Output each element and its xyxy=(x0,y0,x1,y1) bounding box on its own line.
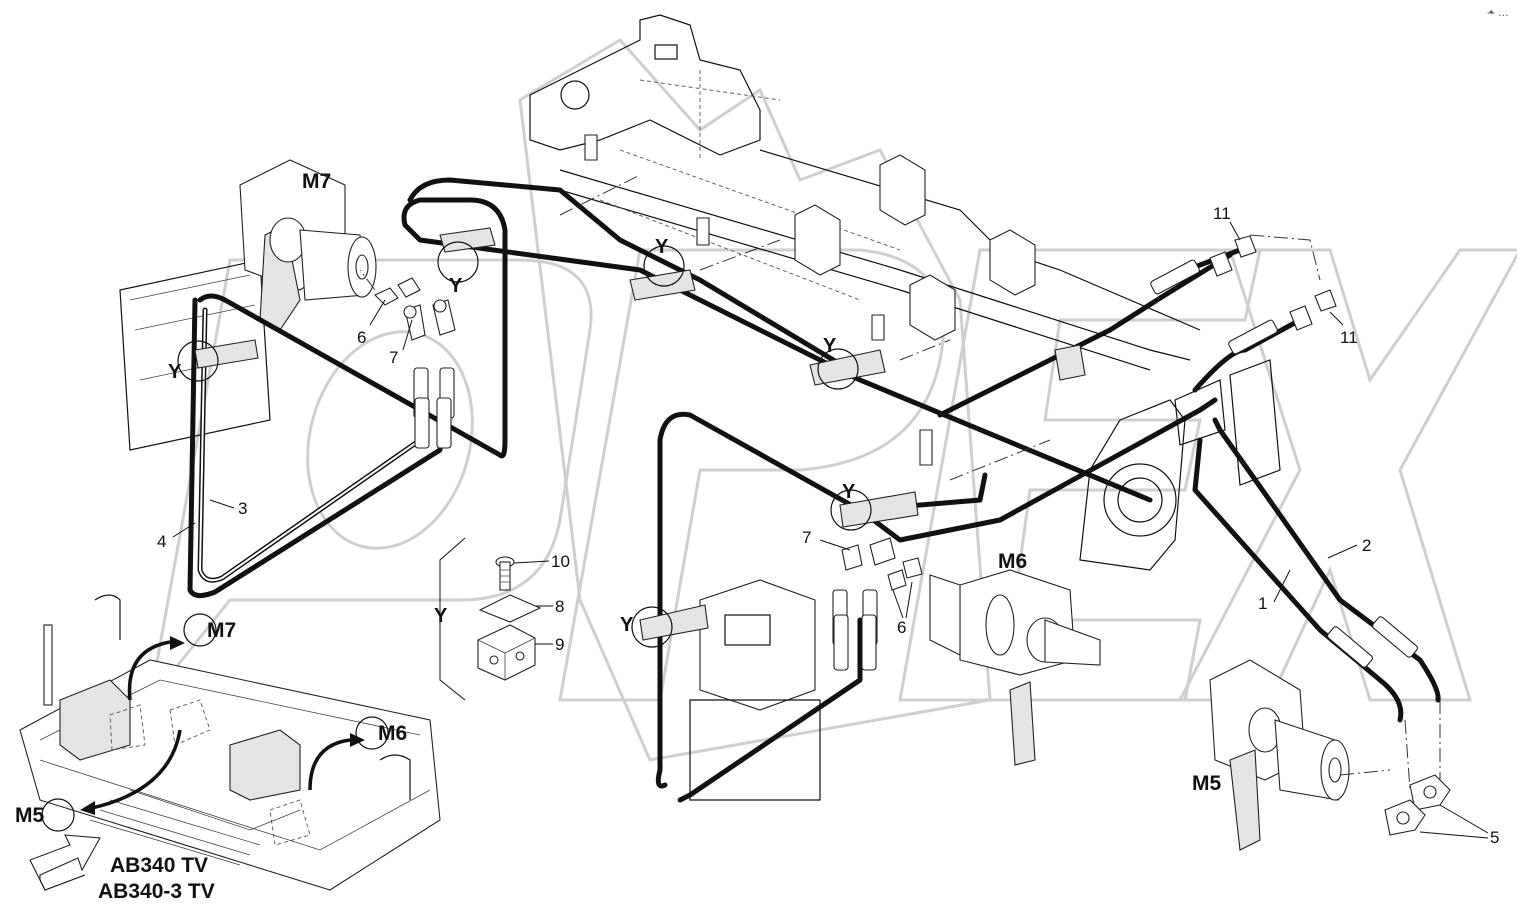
model-line-1: AB340 TV xyxy=(110,854,208,877)
model-line-2: AB340-3 TV xyxy=(98,880,215,903)
callout-3: 3 xyxy=(238,499,247,518)
overview-m5-label: M5 xyxy=(15,804,44,827)
callout-2: 2 xyxy=(1362,536,1371,555)
detail-y-markers: Y Y Y Y Y Y xyxy=(168,236,872,648)
motor-m5: M5 xyxy=(1192,659,1350,851)
detail-mark-y3: Y xyxy=(168,361,182,383)
callout-11b: 11 xyxy=(1340,328,1358,347)
callout-6b: 6 xyxy=(897,618,906,637)
detail-y-clamp: Y xyxy=(434,537,542,701)
centerlines xyxy=(359,174,1441,791)
detail-mark-y1: Y xyxy=(449,275,463,297)
detail-mark-y2: Y xyxy=(655,236,669,258)
arrow-to-m5 xyxy=(91,729,182,810)
arrow-to-m6 xyxy=(308,738,351,791)
motor-m6: M6 xyxy=(929,550,1101,766)
overview-m7-label: M7 xyxy=(207,619,236,642)
hose-ferrules xyxy=(413,259,1418,671)
callout-6a: 6 xyxy=(357,328,366,347)
fittings-11 xyxy=(1209,235,1337,331)
motor-m6-label: M6 xyxy=(998,550,1027,573)
detail-mark-y4: Y xyxy=(823,335,837,357)
callout-5: 5 xyxy=(1490,828,1499,847)
machine-overview: M7 M6 M5 AB340 TV AB340-3 TV xyxy=(15,594,441,903)
callout-10: 10 xyxy=(551,552,570,571)
callout-11a: 11 xyxy=(1213,204,1231,223)
motor-m7-label: M7 xyxy=(302,170,331,193)
machine-frame xyxy=(119,14,1281,801)
callout-7a: 7 xyxy=(389,348,398,367)
overview-m6-label: M6 xyxy=(378,722,407,745)
detail-y-label: Y xyxy=(434,605,448,627)
fittings-6-7-top xyxy=(374,277,456,341)
detail-mark-y6: Y xyxy=(620,614,634,636)
callout-1: 1 xyxy=(1258,594,1267,613)
callout-9: 9 xyxy=(555,635,564,654)
motor-m5-label: M5 xyxy=(1192,772,1221,795)
opex-watermark xyxy=(148,38,1517,762)
callout-7b: 7 xyxy=(802,528,811,547)
callout-4: 4 xyxy=(157,532,166,551)
detail-mark-y5: Y xyxy=(842,481,856,503)
motor-m7: M7 xyxy=(239,159,377,331)
window-menu-dots[interactable]: •̶̶ ... xyxy=(1487,6,1508,19)
hose-clamps xyxy=(194,227,1086,641)
fittings-5 xyxy=(1384,774,1451,836)
arrow-to-m7 xyxy=(127,640,171,701)
fittings-6-7-middle xyxy=(841,537,923,591)
callouts: 1 2 3 4 5 6 6 7 7 8 9 10 11 11 xyxy=(157,204,1499,847)
callout-8: 8 xyxy=(555,597,564,616)
